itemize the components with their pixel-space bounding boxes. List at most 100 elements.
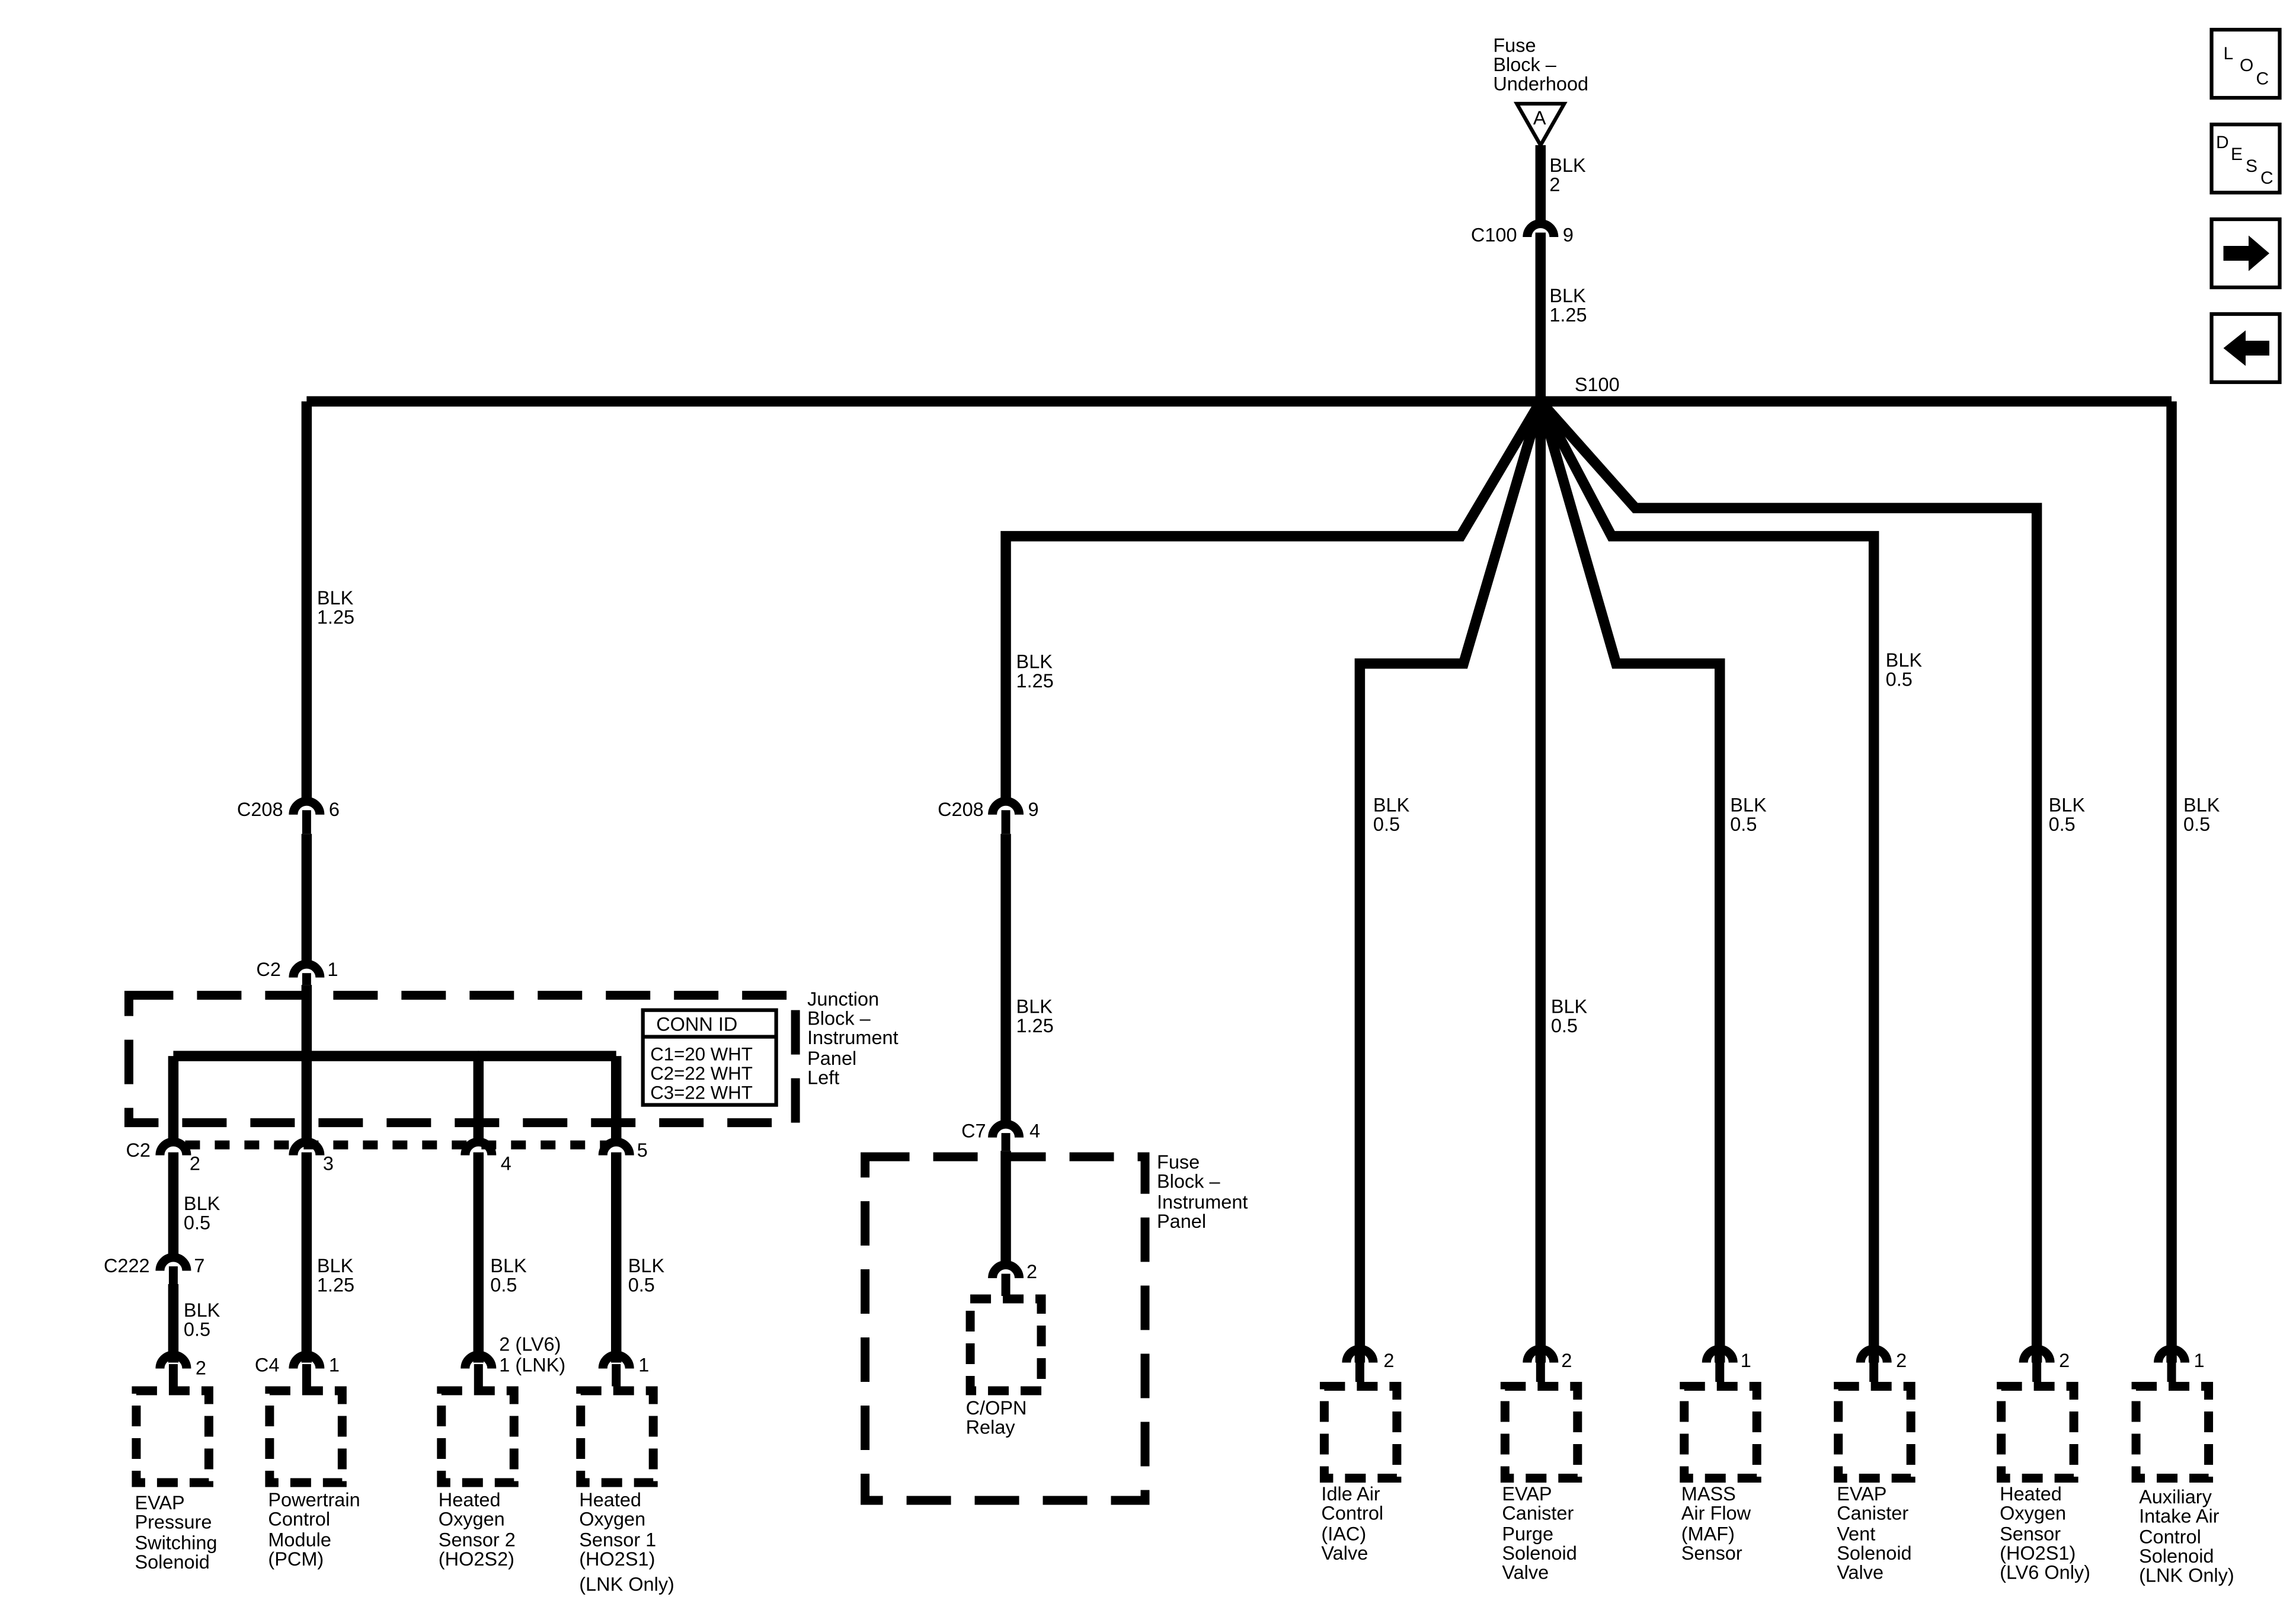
svg-text:C/OPN: C/OPN — [966, 1397, 1027, 1419]
svg-text:BLK: BLK — [1016, 651, 1053, 672]
svg-text:BLK: BLK — [628, 1255, 665, 1276]
svg-text:C222: C222 — [104, 1255, 150, 1276]
svg-text:BLK: BLK — [1886, 649, 1923, 671]
svg-text:Instrument: Instrument — [1157, 1192, 1248, 1213]
svg-text:(LNK Only): (LNK Only) — [2139, 1564, 2234, 1586]
mass-air-flow-sensor: 1 MASS Air Flow (MAF) Sensor — [1680, 1345, 1761, 1564]
svg-text:BLK: BLK — [184, 1299, 220, 1321]
svg-text:0.5: 0.5 — [184, 1319, 210, 1340]
desc-button[interactable]: D E S C — [2209, 122, 2282, 195]
svg-text:9: 9 — [1028, 799, 1039, 820]
svg-text:C: C — [2260, 168, 2273, 188]
svg-text:2: 2 — [2059, 1350, 2070, 1371]
svg-text:1: 1 — [329, 1355, 340, 1376]
svg-text:Sensor 1: Sensor 1 — [579, 1529, 656, 1550]
svg-text:BLK: BLK — [1549, 285, 1586, 306]
heated-oxygen-sensor-lv6: 2 Heated Oxygen Sensor (HO2S1) (LV6 Only… — [1997, 1345, 2090, 1583]
svg-text:Heated: Heated — [579, 1489, 641, 1510]
svg-text:Underhood: Underhood — [1493, 73, 1588, 95]
svg-text:Valve: Valve — [1502, 1561, 1549, 1583]
svg-text:C1=20 WHT: C1=20 WHT — [650, 1044, 753, 1065]
junction-block-label: Junction Block – Instrument Panel Left — [807, 988, 898, 1088]
svg-text:(LV6 Only): (LV6 Only) — [2000, 1561, 2090, 1583]
svg-text:1.25: 1.25 — [317, 1275, 354, 1296]
svg-text:3: 3 — [323, 1153, 334, 1174]
heated-oxygen-sensor-1-lnk: 1 Heated Oxygen Sensor 1 (HO2S1) (LNK On… — [576, 1350, 674, 1595]
svg-text:MASS: MASS — [1681, 1483, 1736, 1505]
svg-text:1: 1 — [2194, 1350, 2205, 1371]
svg-text:C208: C208 — [237, 799, 283, 820]
svg-text:C2: C2 — [126, 1140, 151, 1161]
svg-text:Solenoid: Solenoid — [135, 1551, 209, 1573]
svg-text:C208: C208 — [938, 799, 984, 820]
svg-text:Oxygen: Oxygen — [579, 1508, 645, 1529]
wire-label: BLK 1.25 — [1016, 996, 1054, 1036]
svg-text:2: 2 — [1549, 174, 1560, 196]
svg-text:0.5: 0.5 — [2183, 814, 2210, 835]
svg-text:BLK: BLK — [317, 587, 354, 609]
conn-id-table: CONN ID C1=20 WHT C2=22 WHT C3=22 WHT — [641, 1008, 778, 1107]
svg-text:1: 1 — [638, 1355, 649, 1376]
loc-button[interactable]: L O C — [2209, 27, 2282, 100]
svg-text:Heated: Heated — [439, 1489, 501, 1510]
svg-text:1.25: 1.25 — [1549, 304, 1587, 325]
svg-text:Solenoid: Solenoid — [1837, 1542, 1911, 1564]
svg-text:Purge: Purge — [1502, 1523, 1553, 1544]
next-button[interactable] — [2209, 217, 2282, 290]
svg-text:0.5: 0.5 — [490, 1275, 517, 1296]
svg-text:L: L — [2224, 44, 2234, 63]
svg-text:Junction: Junction — [807, 988, 879, 1010]
svg-text:Solenoid: Solenoid — [1502, 1542, 1576, 1564]
svg-text:2: 2 — [1383, 1350, 1394, 1371]
svg-text:Sensor: Sensor — [2000, 1523, 2061, 1544]
svg-text:Canister: Canister — [1502, 1502, 1574, 1523]
idle-air-control-valve: 2 Idle Air Control (IAC) Valve — [1319, 1345, 1402, 1564]
svg-text:9: 9 — [1563, 224, 1574, 245]
svg-text:0.5: 0.5 — [1886, 668, 1913, 690]
svg-text:1: 1 — [327, 959, 338, 980]
c7-connector: C7 4 — [961, 1121, 1040, 1142]
fuse-block-underhood: Fuse Block – Underhood A — [1493, 35, 1588, 149]
svg-text:2: 2 — [190, 1153, 200, 1174]
svg-text:C3=22 WHT: C3=22 WHT — [650, 1083, 753, 1103]
svg-text:C4: C4 — [255, 1355, 280, 1376]
svg-text:Block –: Block – — [1157, 1171, 1220, 1192]
svg-text:S: S — [2246, 156, 2257, 176]
svg-text:0.5: 0.5 — [1551, 1015, 1578, 1036]
svg-text:(LNK Only): (LNK Only) — [579, 1573, 674, 1595]
svg-text:EVAP: EVAP — [135, 1492, 184, 1513]
svg-text:1 (LNK): 1 (LNK) — [499, 1355, 565, 1376]
svg-text:Idle Air: Idle Air — [1321, 1483, 1380, 1505]
svg-text:EVAP: EVAP — [1837, 1483, 1886, 1505]
svg-text:1.25: 1.25 — [1016, 1015, 1054, 1036]
c2-top-connector: C2 1 — [256, 959, 338, 980]
svg-text:1.25: 1.25 — [317, 606, 354, 628]
powertrain-control-module: C4 1 Powertrain Control Module (PCM) — [255, 1350, 360, 1570]
svg-text:0.5: 0.5 — [628, 1275, 655, 1296]
svg-text:BLK: BLK — [1373, 795, 1410, 816]
svg-text:Canister: Canister — [1837, 1502, 1908, 1523]
svg-text:Control: Control — [2139, 1526, 2201, 1547]
svg-text:4: 4 — [501, 1153, 511, 1174]
svg-text:S100: S100 — [1575, 374, 1620, 395]
prev-button[interactable] — [2209, 312, 2282, 385]
svg-text:BLK: BLK — [184, 1193, 220, 1214]
svg-text:Block –: Block – — [1493, 54, 1556, 75]
svg-text:Intake Air: Intake Air — [2139, 1505, 2220, 1526]
svg-text:2 (LV6): 2 (LV6) — [499, 1334, 561, 1355]
svg-text:A: A — [1533, 107, 1546, 129]
svg-text:Pressure: Pressure — [135, 1511, 212, 1532]
svg-text:Panel: Panel — [1157, 1211, 1206, 1232]
evap-pressure-switching-solenoid: 2 EVAP Pressure Switching Solenoid — [132, 1350, 217, 1573]
svg-text:Left: Left — [807, 1067, 839, 1089]
svg-text:2: 2 — [196, 1358, 206, 1379]
svg-text:Switching: Switching — [135, 1532, 217, 1553]
c222-connector: C222 7 — [104, 1255, 205, 1276]
svg-text:E: E — [2231, 145, 2243, 164]
svg-text:Panel: Panel — [807, 1048, 856, 1069]
auxiliary-intake-air-control-solenoid: 1 Auxiliary Intake Air Control Solenoid … — [2131, 1345, 2234, 1586]
svg-text:7: 7 — [194, 1255, 204, 1276]
fuse-block-ip-label: Fuse Block – Instrument Panel — [1157, 1151, 1248, 1232]
svg-text:C100: C100 — [1471, 224, 1517, 245]
svg-text:2: 2 — [1561, 1350, 1572, 1371]
